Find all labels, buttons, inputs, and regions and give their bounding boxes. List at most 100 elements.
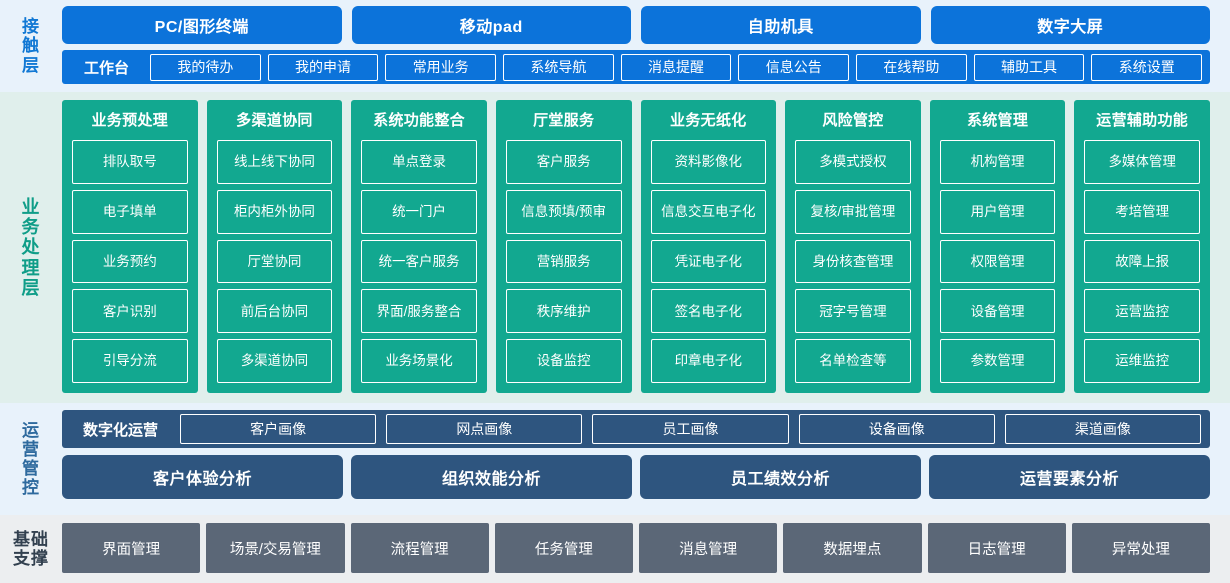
portrait-item[interactable]: 渠道画像 xyxy=(1004,414,1202,444)
terminal-row: PC/图形终端 移动pad 自助机具 数字大屏 xyxy=(62,6,1210,44)
portrait-item[interactable]: 设备画像 xyxy=(798,414,995,444)
business-column: 运营辅助功能 多媒体管理 考培管理 故障上报 运营监控 运维监控 xyxy=(1074,100,1210,393)
layer-touch-label: 接触层 xyxy=(0,0,62,92)
analysis-item[interactable]: 客户体验分析 xyxy=(62,455,343,499)
business-item[interactable]: 身份核查管理 xyxy=(795,239,911,284)
business-item[interactable]: 复核/审批管理 xyxy=(795,189,911,234)
workbench-item[interactable]: 我的待办 xyxy=(150,53,261,81)
business-column-title: 系统功能整合 xyxy=(373,112,465,129)
business-columns: 业务预处理 排队取号 电子填单 业务预约 客户识别 引导分流 多渠道协同 线上线… xyxy=(62,100,1210,393)
business-item[interactable]: 凭证电子化 xyxy=(650,239,767,284)
layer-operations-body: 数字化运营 客户画像 网点画像 员工画像 设备画像 渠道画像 客户体验分析 组织… xyxy=(62,403,1230,515)
analysis-row: 客户体验分析 组织效能分析 员工绩效分析 运营要素分析 xyxy=(62,455,1210,499)
business-item[interactable]: 秩序维护 xyxy=(505,289,622,334)
layer-touch: 接触层 PC/图形终端 移动pad 自助机具 数字大屏 工作台 我的待办 我的申… xyxy=(0,0,1230,92)
layer-business-label-text: 业务处理层 xyxy=(21,197,41,298)
business-item[interactable]: 多媒体管理 xyxy=(1084,140,1200,184)
workbench-item[interactable]: 信息公告 xyxy=(738,53,850,81)
terminal-card[interactable]: 数字大屏 xyxy=(930,6,1210,44)
business-column: 多渠道协同 线上线下协同 柜内柜外协同 厅堂协同 前后台协同 多渠道协同 xyxy=(206,100,343,393)
business-item[interactable]: 信息预填/预审 xyxy=(505,189,622,234)
workbench-item[interactable]: 消息提醒 xyxy=(620,53,732,81)
terminal-card[interactable]: 移动pad xyxy=(351,6,631,44)
business-item[interactable]: 前后台协同 xyxy=(216,289,333,334)
portrait-item[interactable]: 网点画像 xyxy=(386,414,583,444)
business-column-title: 系统管理 xyxy=(966,112,1029,129)
base-item[interactable]: 异常处理 xyxy=(1071,523,1210,573)
layer-base-body: 界面管理 场景/交易管理 流程管理 任务管理 消息管理 数据埋点 日志管理 异常… xyxy=(62,515,1230,583)
layer-business-label: 业务处理层 xyxy=(0,92,62,403)
business-item[interactable]: 考培管理 xyxy=(1084,189,1200,234)
business-item[interactable]: 客户服务 xyxy=(505,140,622,184)
business-item[interactable]: 设备监控 xyxy=(505,339,622,383)
business-column: 系统功能整合 单点登录 统一门户 统一客户服务 界面/服务整合 业务场景化 xyxy=(351,100,487,393)
workbench-row: 工作台 我的待办 我的申请 常用业务 系统导航 消息提醒 信息公告 在线帮助 辅… xyxy=(62,50,1210,84)
business-item[interactable]: 统一客户服务 xyxy=(361,239,477,284)
workbench-item[interactable]: 系统设置 xyxy=(1091,53,1203,81)
business-column-title: 业务无纸化 xyxy=(670,112,747,129)
base-item[interactable]: 界面管理 xyxy=(62,523,201,573)
digital-operations-label: 数字化运营 xyxy=(83,421,159,439)
business-item[interactable]: 运维监控 xyxy=(1084,339,1200,383)
business-item[interactable]: 界面/服务整合 xyxy=(361,289,477,334)
business-item[interactable]: 名单检查等 xyxy=(795,339,911,383)
terminal-card[interactable]: 自助机具 xyxy=(641,6,921,44)
business-column: 厅堂服务 客户服务 信息预填/预审 营销服务 秩序维护 设备监控 xyxy=(495,100,632,393)
business-item[interactable]: 用户管理 xyxy=(939,189,1056,234)
base-item[interactable]: 日志管理 xyxy=(927,523,1066,573)
business-item[interactable]: 营销服务 xyxy=(505,239,622,284)
layer-operations-label-text: 运营管控 xyxy=(22,420,40,498)
business-item[interactable]: 统一门户 xyxy=(361,189,477,234)
business-item[interactable]: 运营监控 xyxy=(1084,289,1200,334)
layer-operations: 运营管控 数字化运营 客户画像 网点画像 员工画像 设备画像 渠道画像 客户体验… xyxy=(0,403,1230,515)
analysis-item[interactable]: 员工绩效分析 xyxy=(640,455,921,499)
business-item[interactable]: 参数管理 xyxy=(939,339,1056,383)
layer-business: 业务处理层 业务预处理 排队取号 电子填单 业务预约 客户识别 引导分流 多渠道… xyxy=(0,92,1230,403)
business-item[interactable]: 故障上报 xyxy=(1084,239,1200,284)
business-column: 业务无纸化 资料影像化 信息交互电子化 凭证电子化 签名电子化 印章电子化 xyxy=(640,100,777,393)
business-column-title: 风险管控 xyxy=(822,112,884,129)
business-item[interactable]: 引导分流 xyxy=(72,339,188,383)
business-item[interactable]: 单点登录 xyxy=(361,140,477,184)
business-column: 风险管控 多模式授权 复核/审批管理 身份核查管理 冠字号管理 名单检查等 xyxy=(785,100,921,393)
business-item[interactable]: 厅堂协同 xyxy=(216,239,333,284)
business-item[interactable]: 排队取号 xyxy=(72,140,188,184)
business-item[interactable]: 客户识别 xyxy=(72,289,188,334)
business-column-title: 多渠道协同 xyxy=(236,112,313,129)
business-item[interactable]: 印章电子化 xyxy=(650,339,767,383)
workbench-item[interactable]: 常用业务 xyxy=(385,53,497,81)
business-item[interactable]: 冠字号管理 xyxy=(795,289,911,334)
workbench-item[interactable]: 系统导航 xyxy=(503,53,614,81)
business-item[interactable]: 资料影像化 xyxy=(650,140,767,184)
layer-base: 基础支撑 界面管理 场景/交易管理 流程管理 任务管理 消息管理 数据埋点 日志… xyxy=(0,515,1230,583)
business-item[interactable]: 多渠道协同 xyxy=(216,339,333,383)
analysis-item[interactable]: 运营要素分析 xyxy=(929,455,1210,499)
business-column-title: 运营辅助功能 xyxy=(1096,112,1189,129)
base-item[interactable]: 数据埋点 xyxy=(783,523,922,573)
business-item[interactable]: 权限管理 xyxy=(939,239,1056,284)
business-item[interactable]: 电子填单 xyxy=(72,189,188,234)
portrait-item[interactable]: 客户画像 xyxy=(180,414,377,444)
workbench-item[interactable]: 辅助工具 xyxy=(973,53,1085,81)
business-item[interactable]: 业务场景化 xyxy=(361,339,477,383)
business-item[interactable]: 多模式授权 xyxy=(795,140,911,184)
base-item[interactable]: 场景/交易管理 xyxy=(206,523,345,573)
base-item[interactable]: 消息管理 xyxy=(639,523,778,573)
business-item[interactable]: 线上线下协同 xyxy=(216,140,333,184)
portrait-item[interactable]: 员工画像 xyxy=(592,414,789,444)
layer-base-label: 基础支撑 xyxy=(0,515,62,583)
workbench-item[interactable]: 我的申请 xyxy=(267,53,379,81)
terminal-card[interactable]: PC/图形终端 xyxy=(62,6,342,44)
business-column-title: 厅堂服务 xyxy=(533,112,595,129)
business-item[interactable]: 业务预约 xyxy=(72,239,188,284)
analysis-item[interactable]: 组织效能分析 xyxy=(351,455,632,499)
base-item[interactable]: 流程管理 xyxy=(350,523,489,573)
business-item[interactable]: 信息交互电子化 xyxy=(650,189,767,234)
business-item[interactable]: 设备管理 xyxy=(939,289,1056,334)
business-item[interactable]: 柜内柜外协同 xyxy=(216,189,333,234)
base-item[interactable]: 任务管理 xyxy=(494,523,633,573)
workbench-item[interactable]: 在线帮助 xyxy=(856,53,967,81)
business-item[interactable]: 机构管理 xyxy=(939,140,1056,184)
business-item[interactable]: 签名电子化 xyxy=(650,289,767,334)
